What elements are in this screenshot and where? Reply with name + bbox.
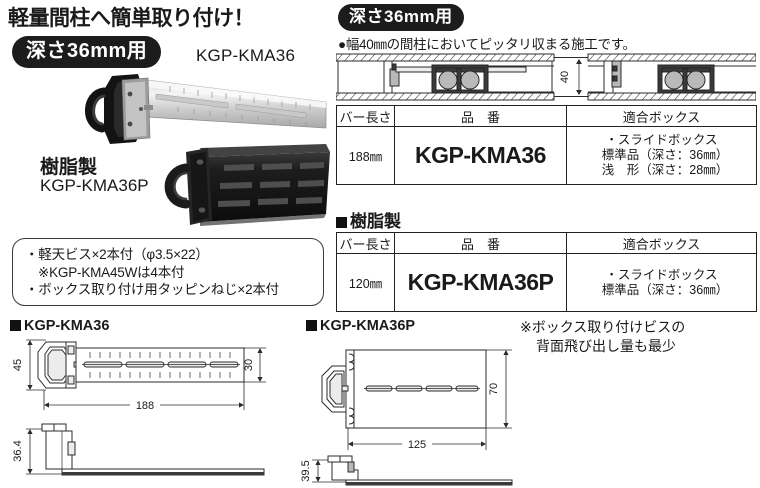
cell-model: KGP-KMA36 xyxy=(394,126,567,185)
resin-plate-product-photo xyxy=(148,142,330,226)
page-headline: 軽量間柱へ簡単取り付け！ xyxy=(8,7,255,30)
resin-label: 樹脂製 xyxy=(40,157,98,178)
box-screw-note: ※ボックス取り付けビスの 背面飛び出し量も最少 xyxy=(520,318,685,356)
header-bar-length: バー長さ xyxy=(336,105,395,127)
table-header-row: バー長さ 品 番 適合ボックス xyxy=(336,105,757,127)
dim-label-70: 70 xyxy=(488,383,500,395)
header-bar-length: バー長さ xyxy=(336,232,395,254)
cell-bar-length: 188㎜ xyxy=(336,126,395,185)
fit-box-line3: 浅 形（深さ：28㎜） xyxy=(601,163,729,177)
cell-fit-box: ・スライドボックス 標準品（深さ：36㎜） 浅 形（深さ：28㎜） xyxy=(566,126,757,185)
header-fit-box: 適合ボックス xyxy=(566,232,757,254)
resin-section-heading: 樹脂製 xyxy=(336,207,401,232)
spec-table-metal: バー長さ 品 番 適合ボックス 188㎜ KGP-KMA36 ・スライドボックス… xyxy=(336,105,757,185)
kma36p-side-view: 39.5 xyxy=(300,455,513,486)
dim-label-45: 45 xyxy=(12,359,24,371)
spec-table-resin: バー長さ 品 番 適合ボックス 120㎜ KGP-KMA36P ・スライドボック… xyxy=(336,232,757,312)
header-model: 品 番 xyxy=(394,232,567,254)
table-row: 120㎜ KGP-KMA36P ・スライドボックス 標準品（深さ：36㎜） xyxy=(336,253,757,312)
accessory-note-line3: ・ボックス取り付け用タッピンねじ×2本付 xyxy=(25,282,279,297)
table-header-row: バー長さ 品 番 適合ボックス xyxy=(336,232,757,254)
fit-box-line2: 標準品（深さ：36㎜） xyxy=(601,282,729,297)
fit-box-line2: 標準品（深さ：36㎜） xyxy=(601,148,729,162)
dim-label-36-4: 36.4 xyxy=(12,440,24,461)
cell-fit-box: ・スライドボックス 標準品（深さ：36㎜） xyxy=(566,253,757,312)
drawing-heading-kma36: KGP-KMA36 xyxy=(10,318,109,334)
dim-label-125: 125 xyxy=(408,439,426,451)
header-model: 品 番 xyxy=(394,105,567,127)
header-fit-box: 適合ボックス xyxy=(566,105,757,127)
accessory-note-box: ・軽天ビス×2本付（φ3.5×22） ※KGP-KMA45Wは4本付 ・ボックス… xyxy=(12,238,324,306)
accessory-note-line1: ・軽天ビス×2本付（φ3.5×22） xyxy=(25,247,209,262)
accessory-note-line2: ※KGP-KMA45Wは4本付 xyxy=(38,264,185,280)
dim-label-188: 188 xyxy=(136,400,154,412)
fit-box-line1: ・スライドボックス xyxy=(605,133,718,147)
fit-description: ●幅40㎜の間柱においてピッタリ収まる施工です。 xyxy=(338,37,636,52)
dim-height-70: 70 xyxy=(486,349,512,429)
dim-height-45: 45 xyxy=(12,339,46,391)
left-depth-badge: 深さ36mm用 xyxy=(12,36,162,68)
cross-section-dim-label: 40 xyxy=(559,71,571,83)
dim-label-30: 30 xyxy=(243,359,255,371)
dim-length-125: 125 xyxy=(347,428,487,451)
cross-section-dimension: 40 xyxy=(554,57,588,97)
fit-box-line1: ・スライドボックス xyxy=(605,267,718,282)
technical-drawing-kma36p: 70 125 39.5 xyxy=(300,332,590,488)
technical-drawing-kma36: 45 xyxy=(4,334,304,486)
table-row: 188㎜ KGP-KMA36 ・スライドボックス 標準品（深さ：36㎜） 浅 形… xyxy=(336,126,757,185)
metal-bar-product-photo xyxy=(78,72,328,150)
metal-product-caption: KGP-KMA36 xyxy=(196,46,296,65)
resin-product-caption: KGP-KMA36P xyxy=(40,176,149,195)
dim-length-188: 188 xyxy=(43,382,245,412)
dim-bar-height-30: 30 xyxy=(243,347,266,383)
right-depth-badge: 深さ36mm用 xyxy=(338,4,464,31)
box-screw-note-line2: 背面飛び出し量も最少 xyxy=(536,338,676,354)
cross-section-diagram: 40 xyxy=(336,52,756,104)
dim-label-39-5: 39.5 xyxy=(300,460,312,481)
cell-bar-length: 120㎜ xyxy=(336,253,395,312)
cell-model: KGP-KMA36P xyxy=(394,253,567,312)
drawing-heading-kma36p: KGP-KMA36P xyxy=(306,318,415,334)
kma36-side-view: 36.4 xyxy=(12,423,265,476)
box-screw-note-line1: ※ボックス取り付けビスの xyxy=(520,319,686,335)
